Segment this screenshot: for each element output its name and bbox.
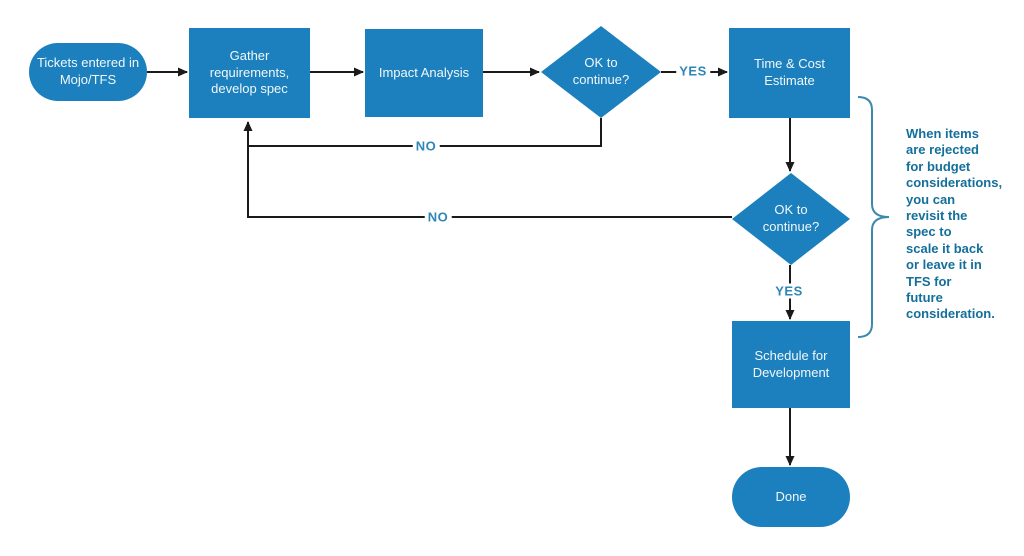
node-schedule-for-development: Schedule for Development [732, 321, 850, 408]
side-note-annotation: When items are rejected for budget consi… [906, 126, 1003, 322]
edge-label-no-1: NO [412, 138, 440, 154]
connector-decision2-no-loop [243, 121, 732, 218]
node-tickets-entered: Tickets entered in Mojo/TFS [29, 43, 147, 101]
connector-decision1-no-loop [248, 118, 602, 147]
node-gather-requirements: Gather requirements, develop spec [189, 28, 310, 118]
curly-brace [857, 96, 890, 338]
node-time-cost-estimate: Time & Cost Estimate [729, 28, 850, 118]
edge-label-yes-2: YES [772, 283, 806, 299]
edge-label-no-2: NO [424, 209, 452, 225]
edge-label-yes-1: YES [676, 63, 710, 79]
node-done: Done [732, 467, 850, 527]
node-impact-analysis: Impact Analysis [365, 29, 483, 117]
